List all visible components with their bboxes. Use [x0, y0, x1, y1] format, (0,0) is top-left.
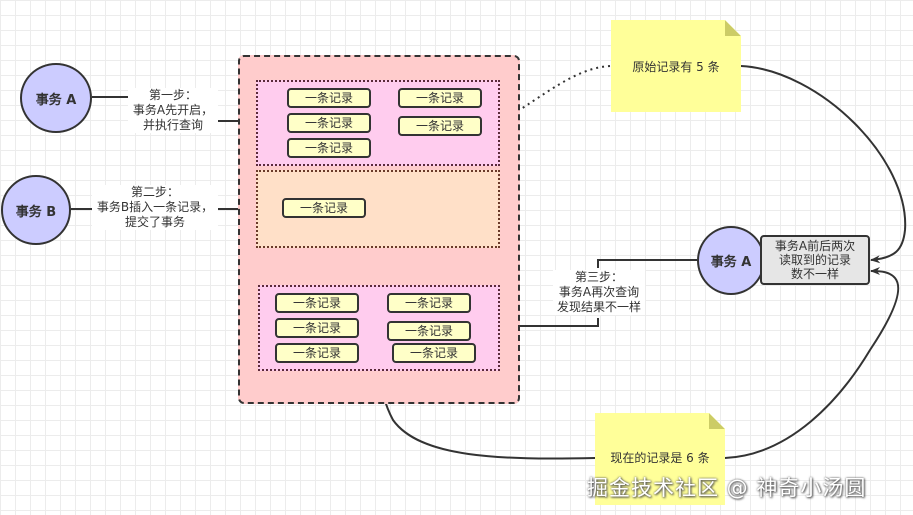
edge-note-current-result: [724, 267, 900, 459]
record[interactable]: 一条记录: [287, 138, 371, 158]
original-count-note[interactable]: 原始记录有 5 条: [611, 20, 741, 112]
record[interactable]: 一条记录: [287, 88, 371, 108]
current-count-text: 现在的记录是 6 条: [610, 450, 710, 465]
edge-note-original: [501, 65, 611, 122]
arrow-step3: [499, 318, 599, 330]
transaction-a-node[interactable]: 事务 A: [20, 63, 92, 133]
step3-line1: 第三步：: [574, 270, 623, 284]
edge-txa-step3: [597, 259, 697, 268]
step3-label: 第三步： 事务A再次查询 发现结果不一样: [553, 270, 645, 315]
step1-label: 第一步： 事务A先开启， 并执行查询: [128, 88, 218, 133]
step3-line3: 发现结果不一样: [556, 300, 641, 314]
step1-line3: 并执行查询: [142, 118, 203, 132]
step1-line1: 第一步：: [148, 88, 197, 102]
record[interactable]: 一条记录: [398, 88, 482, 108]
current-count-note[interactable]: 现在的记录是 6 条: [595, 413, 725, 505]
step3-line2: 事务A再次查询: [558, 285, 640, 299]
record[interactable]: 一条记录: [398, 116, 482, 136]
record[interactable]: 一条记录: [275, 293, 359, 313]
transaction-b-node[interactable]: 事务 B: [1, 175, 71, 245]
step2-line1: 第二步：: [130, 185, 179, 199]
watermark: 掘金技术社区 @ 神奇小汤圆: [587, 476, 867, 500]
record[interactable]: 一条记录: [275, 343, 359, 363]
original-count-text: 原始记录有 5 条: [632, 59, 720, 74]
record[interactable]: 一条记录: [287, 113, 371, 133]
table-container: 一条记录 一条记录 一条记录 一条记录 一条记录 一条记录 一条记录 一条记录 …: [238, 55, 520, 404]
record[interactable]: 一条记录: [275, 318, 359, 338]
conclusion-line1: 事务A前后两次: [774, 239, 856, 253]
conclusion-box[interactable]: 事务A前后两次 读取到的记录 数不一样: [760, 235, 870, 285]
record[interactable]: 一条记录: [282, 198, 366, 218]
step2-line3: 提交了事务: [124, 215, 185, 229]
record[interactable]: 一条记录: [392, 343, 476, 363]
conclusion-line2: 读取到的记录: [778, 253, 851, 267]
record[interactable]: 一条记录: [387, 293, 471, 313]
current-records-zone: 一条记录 一条记录 一条记录 一条记录 一条记录 一条记录: [258, 285, 500, 371]
conclusion-line3: 数不一样: [790, 267, 839, 281]
record[interactable]: 一条记录: [387, 321, 471, 341]
step2-line2: 事务B插入一条记录，: [96, 200, 214, 214]
original-records-zone: 一条记录 一条记录 一条记录 一条记录 一条记录: [256, 80, 500, 166]
step2-label: 第二步： 事务B插入一条记录， 提交了事务: [92, 185, 218, 230]
edge-note-original-result: [740, 65, 907, 264]
step1-line2: 事务A先开启，: [132, 103, 214, 117]
inserted-records-zone: 一条记录: [256, 170, 500, 248]
transaction-a-node-again[interactable]: 事务 A: [697, 226, 765, 295]
